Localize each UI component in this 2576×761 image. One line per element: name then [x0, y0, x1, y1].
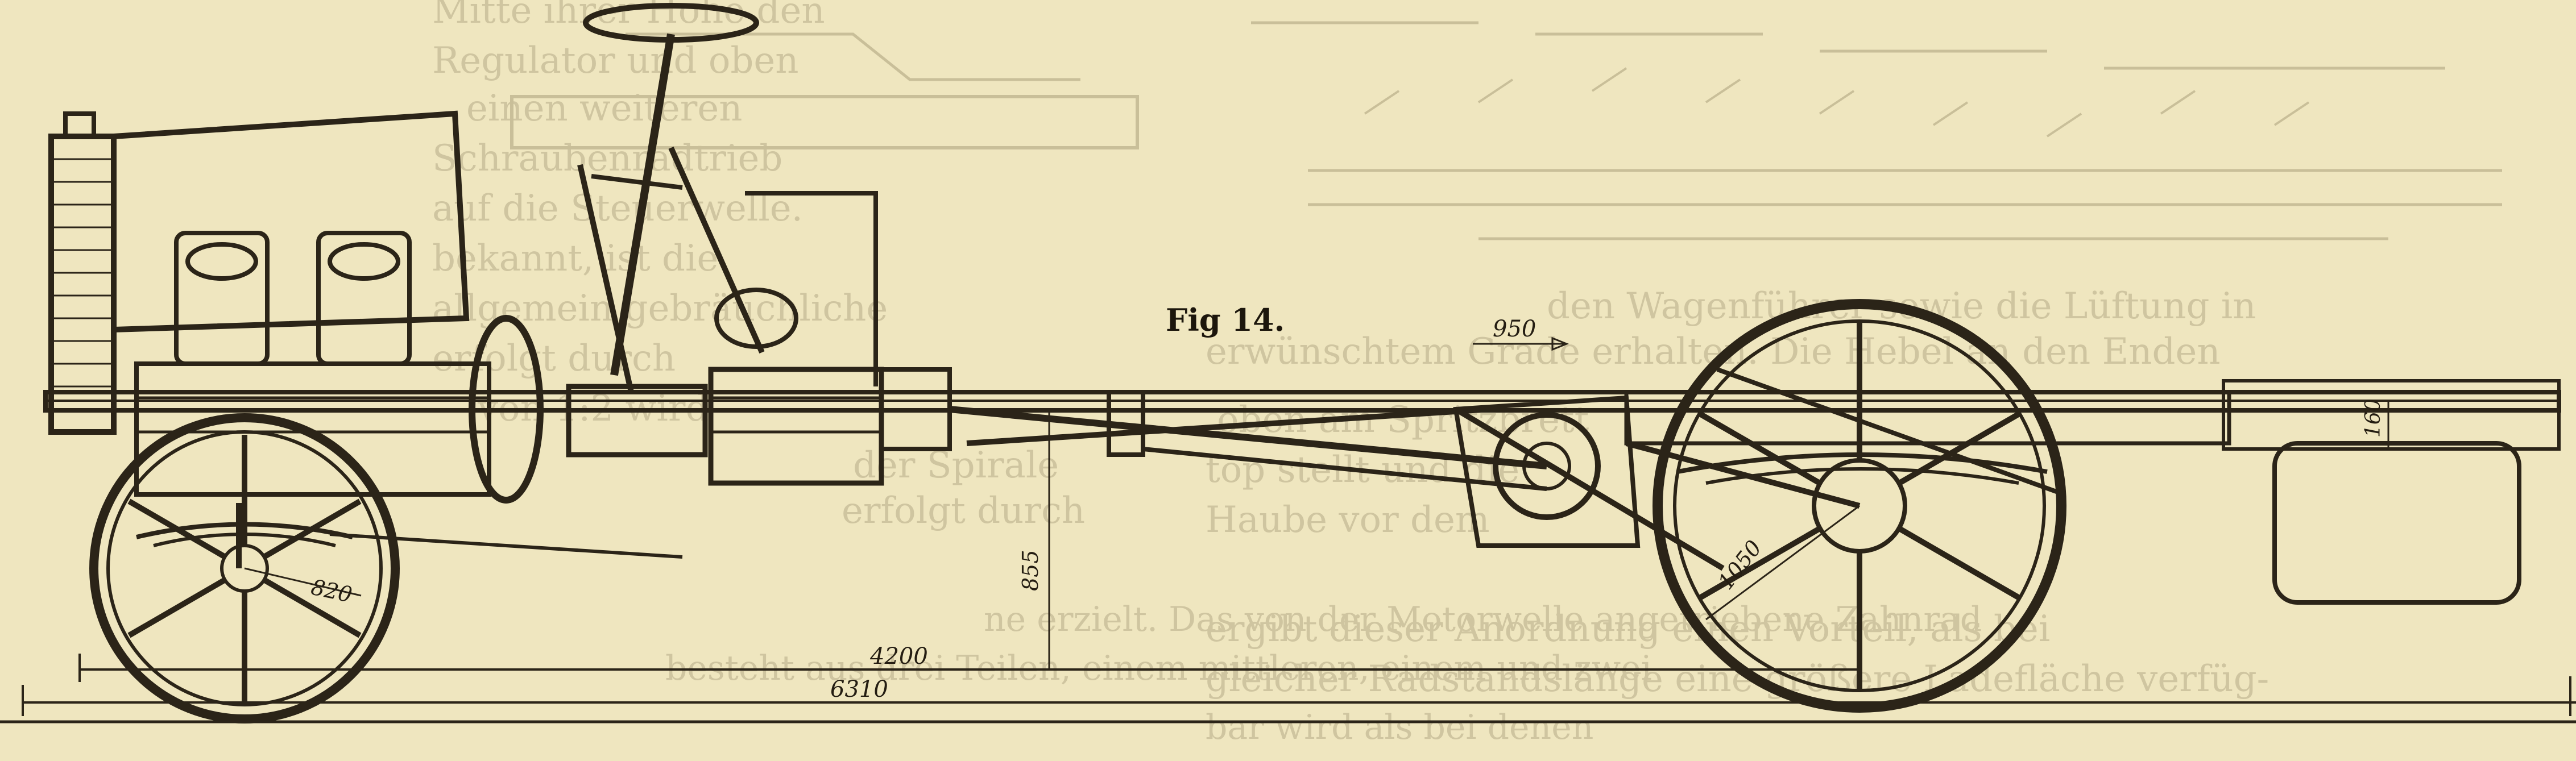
ghost-line-left-2: Regulator und oben — [432, 40, 798, 82]
dim-label-frame-depth: 160 — [2362, 398, 2385, 438]
ghost-line-right-6: ergibt dieser Anordnung einen Vorteil, a… — [1206, 608, 2050, 650]
dim-label-front-wheel-radius: 820 — [309, 575, 354, 608]
dim-label-rear-offset: 950 — [1493, 316, 1536, 342]
ghost-line-left-8: erfolgt durch — [432, 338, 676, 380]
ghost-line-left-1: Mitte ihrer Höhe den — [432, 0, 825, 32]
dim-label-frame-height: 855 — [1018, 550, 1043, 591]
ghost-line-right-8: bar wird als bei denen — [1206, 708, 1593, 747]
ghost-bottom-line-1: ne erzielt. Das von der Motorwelle anget… — [984, 600, 1982, 639]
chassis-frame — [43, 379, 2561, 605]
ghost-line-left-7: allgemein gebräuchliche — [432, 288, 888, 330]
radiator — [48, 111, 117, 435]
ghost-line-left-3: einen weiteren — [466, 88, 742, 130]
steering-assembly — [577, 3, 878, 393]
ghost-line-left-10: der Spirale — [853, 444, 1059, 486]
gearbox-and-driveshaft — [329, 367, 2065, 571]
rear-wheel — [1653, 299, 2066, 713]
ghost-line-left-6: bekannt, ist die — [432, 238, 718, 280]
dim-label-wheelbase: 4200 — [869, 643, 928, 669]
dimension-labels: Fig 14. 4200 6310 855 820 1050 950 160 — [309, 302, 2385, 702]
show-through-drawing — [510, 21, 2502, 240]
ghost-line-left-4: Schraubenradtrieb — [432, 138, 782, 180]
dim-label-overall-length: 6310 — [830, 676, 888, 702]
engine-block — [111, 110, 544, 504]
show-through-text: Mitte ihrer Höhe den Regulator und oben … — [432, 0, 2269, 747]
ghost-line-right-5: Haube vor dem — [1206, 499, 1490, 541]
figure-label: Fig 14. — [1166, 302, 1285, 338]
ghost-line-left-5: auf die Steuerwelle. — [432, 188, 803, 230]
ghost-line-left-11: erfolgt durch — [842, 490, 1085, 532]
dimension-lines — [0, 336, 2576, 723]
